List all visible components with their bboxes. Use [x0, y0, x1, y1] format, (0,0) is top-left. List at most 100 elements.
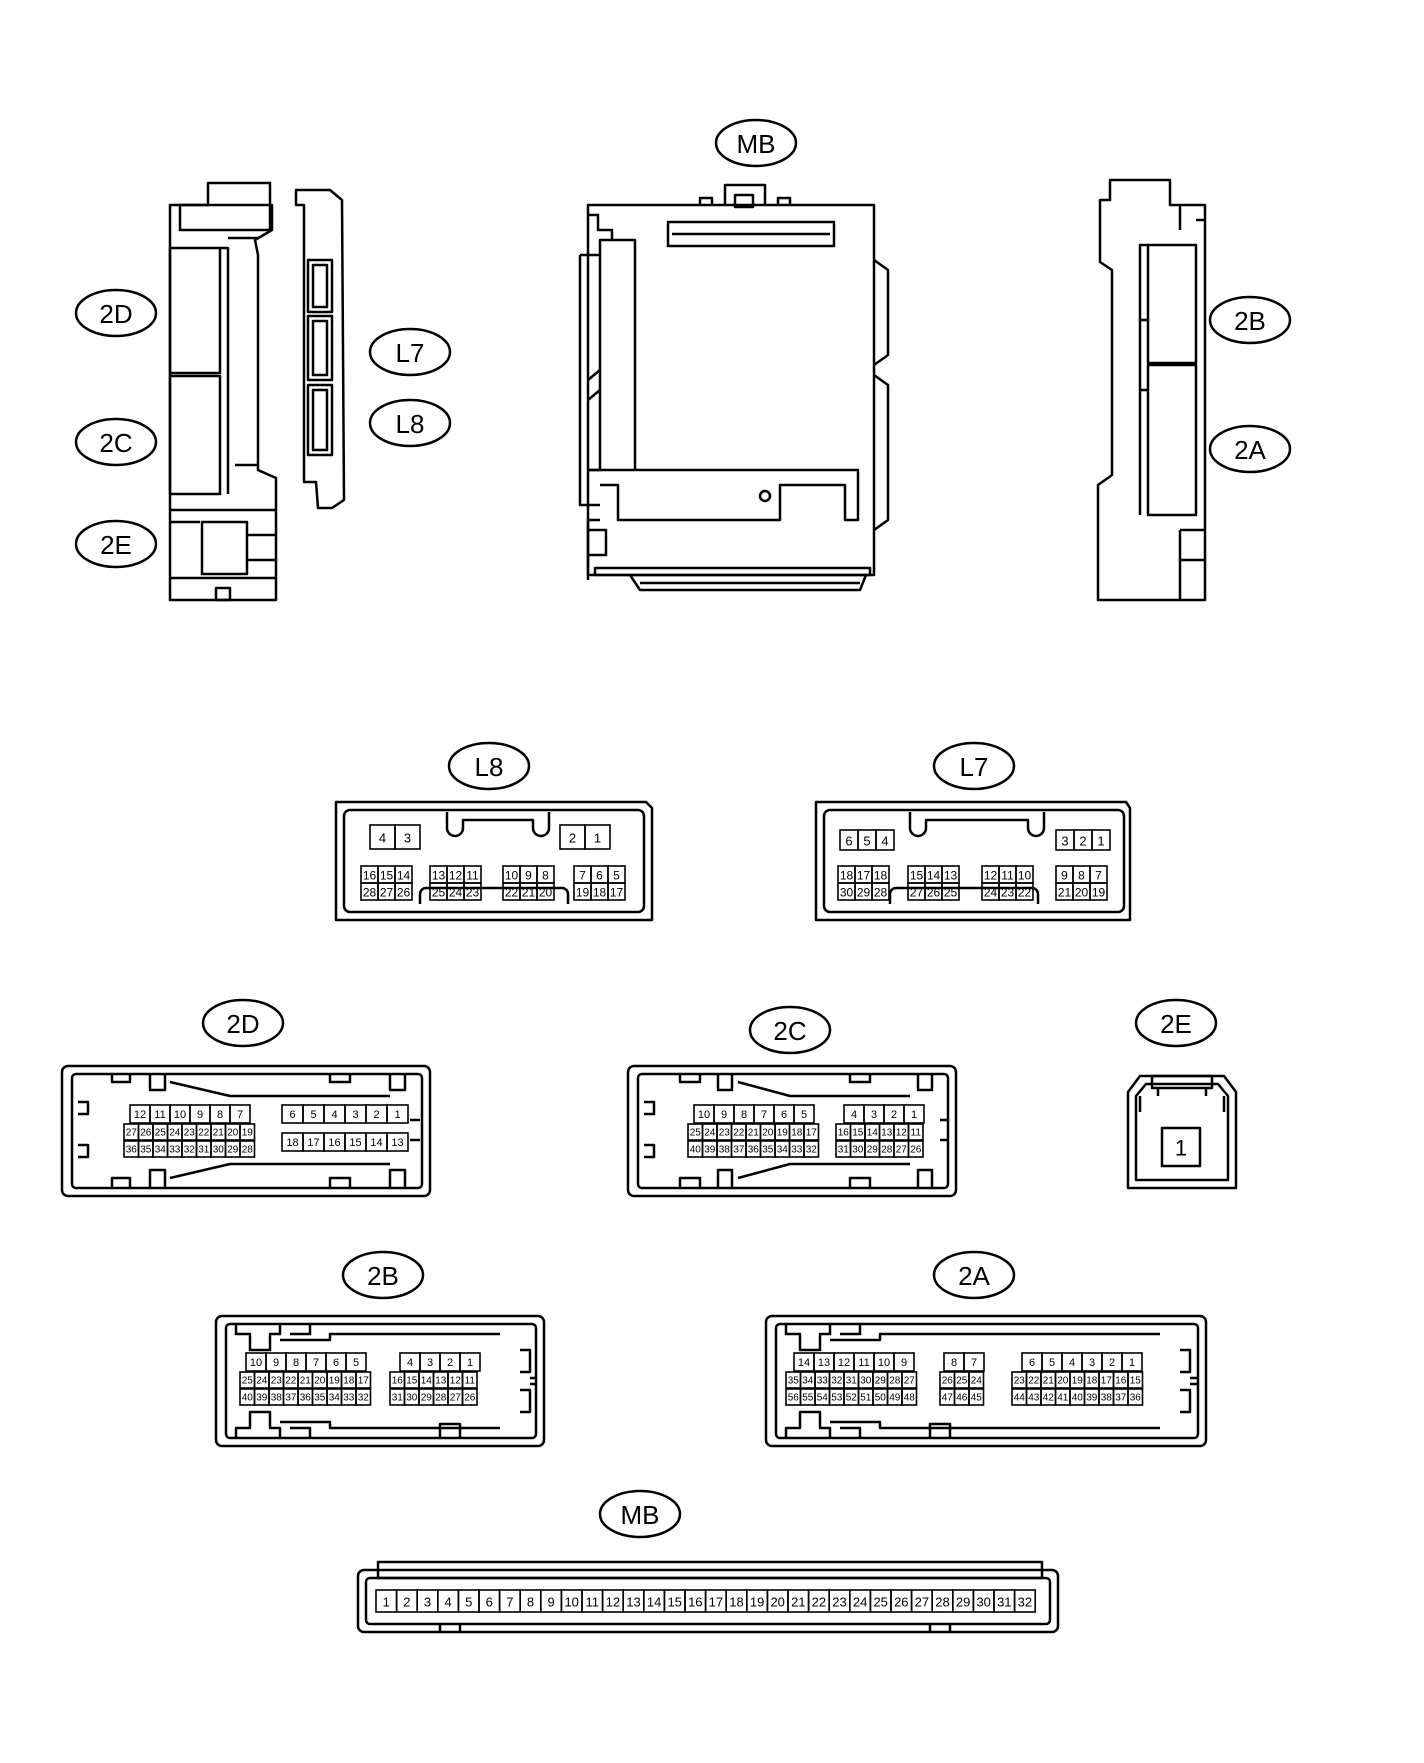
svg-text:26: 26 — [894, 1595, 908, 1610]
2c-pin-5: 5 — [793, 1104, 815, 1124]
svg-text:23: 23 — [832, 1595, 846, 1610]
svg-text:16: 16 — [363, 869, 377, 883]
svg-text:8: 8 — [1078, 869, 1085, 883]
svg-text:17: 17 — [358, 1376, 370, 1387]
svg-text:12: 12 — [606, 1595, 620, 1610]
l8-pin-10: 10 — [502, 865, 521, 884]
svg-text:1: 1 — [394, 1109, 400, 1121]
svg-text:26: 26 — [942, 1376, 954, 1387]
2a-pin-8: 8 — [943, 1352, 965, 1372]
l7-pin-10: 10 — [1015, 865, 1034, 884]
2c-pin-14: 14 — [864, 1123, 881, 1141]
2a-pin-11: 11 — [853, 1352, 875, 1372]
l7-pin-7: 7 — [1089, 865, 1108, 884]
svg-text:36: 36 — [300, 1393, 312, 1404]
svg-text:16: 16 — [328, 1137, 340, 1149]
2a-pin-25: 25 — [953, 1371, 970, 1389]
2a-pin-23: 23 — [1011, 1371, 1028, 1389]
label-2e-side: 2E — [100, 530, 132, 560]
2b-pin-39: 39 — [253, 1388, 270, 1406]
l7-pin-8: 8 — [1072, 865, 1091, 884]
mb-pin-23: 23 — [828, 1589, 851, 1613]
svg-text:23: 23 — [271, 1376, 283, 1387]
2c-pin-2: 2 — [883, 1104, 905, 1124]
svg-text:15: 15 — [852, 1128, 864, 1139]
2a-pin-7: 7 — [963, 1352, 985, 1372]
svg-text:35: 35 — [762, 1145, 774, 1156]
2a-pin-52: 52 — [843, 1388, 860, 1406]
svg-text:28: 28 — [935, 1595, 949, 1610]
svg-text:26: 26 — [927, 886, 941, 900]
svg-text:23: 23 — [184, 1128, 196, 1139]
2d-pin-15: 15 — [344, 1132, 367, 1152]
2a-pin-10: 10 — [873, 1352, 895, 1372]
svg-text:33: 33 — [791, 1145, 803, 1156]
svg-text:12: 12 — [838, 1357, 850, 1369]
svg-text:19: 19 — [777, 1128, 789, 1139]
2d-pin-31: 31 — [195, 1140, 212, 1158]
l8-pin-15: 15 — [377, 865, 396, 884]
svg-text:21: 21 — [1058, 886, 1072, 900]
mb-pin-29: 29 — [951, 1589, 975, 1613]
label-2b-face: 2B — [367, 1261, 399, 1291]
svg-text:22: 22 — [285, 1376, 297, 1387]
l7-pin-13: 13 — [941, 865, 960, 884]
svg-text:13: 13 — [432, 869, 446, 883]
2d-pin-4: 4 — [323, 1104, 346, 1124]
svg-text:24: 24 — [449, 886, 463, 900]
svg-text:21: 21 — [522, 886, 536, 900]
svg-text:45: 45 — [971, 1393, 983, 1404]
2c-pin-20: 20 — [759, 1123, 776, 1141]
svg-text:37: 37 — [285, 1393, 297, 1404]
2c-pin-36: 36 — [745, 1140, 762, 1158]
svg-text:22: 22 — [733, 1128, 745, 1139]
mb-pin-12: 12 — [601, 1589, 624, 1613]
l8-connector-face — [334, 800, 654, 922]
l8-pin-6: 6 — [590, 865, 609, 884]
svg-text:3: 3 — [871, 1109, 877, 1121]
l8-pin-24: 24 — [446, 882, 465, 901]
2a-pin-17: 17 — [1098, 1371, 1115, 1389]
2a-pin-32: 32 — [828, 1371, 845, 1389]
mb-pin-16: 16 — [684, 1589, 707, 1613]
svg-text:1: 1 — [911, 1109, 917, 1121]
2d-pin-33: 33 — [166, 1140, 183, 1158]
2c-pin-35: 35 — [759, 1140, 776, 1158]
2b-pin-14: 14 — [418, 1371, 435, 1389]
label-2a-side: 2A — [1234, 435, 1266, 465]
svg-text:32: 32 — [1018, 1595, 1032, 1610]
svg-text:11: 11 — [465, 1376, 476, 1387]
l7-pin-18: 18 — [871, 865, 890, 884]
svg-text:2: 2 — [1109, 1357, 1115, 1369]
svg-text:2: 2 — [1079, 834, 1086, 849]
2d-pin-5: 5 — [302, 1104, 325, 1124]
2a-pin-41: 41 — [1054, 1388, 1071, 1406]
svg-text:25: 25 — [155, 1128, 167, 1139]
svg-text:40: 40 — [690, 1145, 702, 1156]
mb-pin-19: 19 — [745, 1589, 769, 1613]
svg-text:14: 14 — [370, 1137, 382, 1149]
svg-text:9: 9 — [273, 1357, 279, 1369]
svg-text:2: 2 — [373, 1109, 379, 1121]
svg-text:28: 28 — [881, 1145, 893, 1156]
2a-pin-43: 43 — [1025, 1388, 1042, 1406]
l8-pin-22: 22 — [502, 882, 521, 901]
svg-text:19: 19 — [576, 886, 590, 900]
l8-pin-25: 25 — [429, 882, 448, 901]
2a-pin-42: 42 — [1040, 1388, 1057, 1406]
2c-pin-32: 32 — [803, 1140, 820, 1158]
l8-pin-16: 16 — [360, 865, 379, 884]
2a-pin-24: 24 — [968, 1371, 985, 1389]
svg-text:16: 16 — [392, 1376, 404, 1387]
svg-text:18: 18 — [286, 1137, 298, 1149]
l8-pin-18: 18 — [590, 882, 609, 901]
svg-text:11: 11 — [466, 869, 479, 883]
svg-text:27: 27 — [380, 886, 394, 900]
mb-pin-9: 9 — [539, 1589, 563, 1613]
svg-text:9: 9 — [525, 869, 532, 883]
svg-text:10: 10 — [505, 869, 519, 883]
svg-text:18: 18 — [593, 886, 607, 900]
2b-pin-26: 26 — [461, 1388, 478, 1406]
svg-text:36: 36 — [1130, 1393, 1142, 1404]
